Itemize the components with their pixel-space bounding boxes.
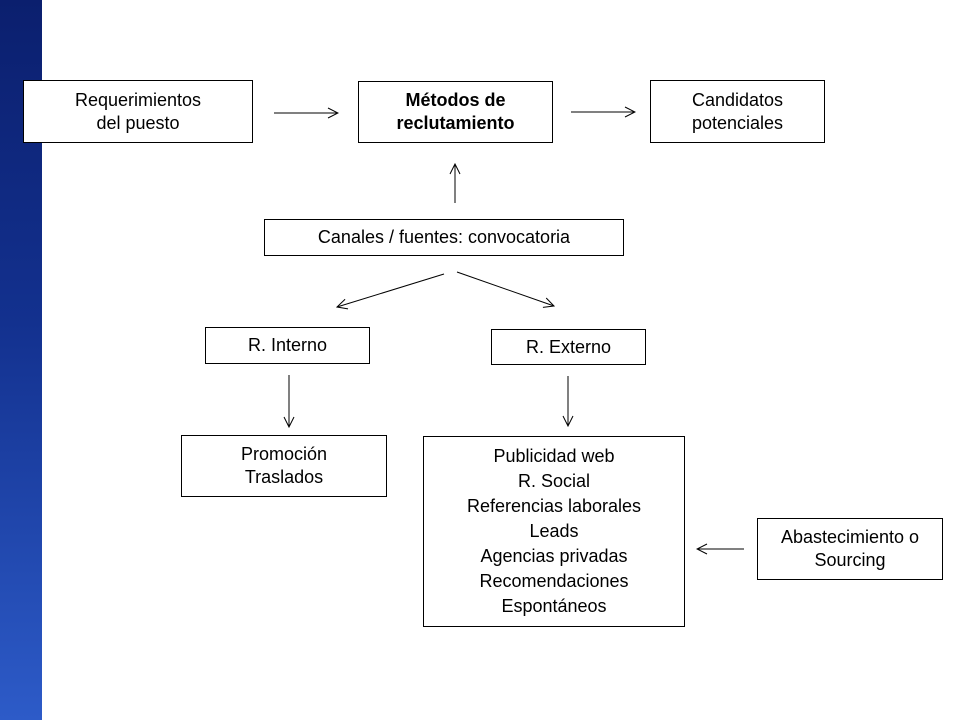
list-item: Referencias laborales <box>466 496 642 516</box>
node-line: Candidatos <box>691 89 784 110</box>
node-line: Métodos de <box>405 90 506 110</box>
node-interno-list: Promoción Traslados <box>181 435 387 497</box>
list-item: Espontáneos <box>501 596 607 616</box>
node-interno: R. Interno <box>205 327 370 364</box>
node-text: R. Externo <box>525 336 612 357</box>
arrow-canales-to-externo <box>456 271 554 306</box>
node-externo: R. Externo <box>491 329 646 365</box>
node-text: Canales / fuentes: convocatoria <box>317 227 571 247</box>
node-line: Requerimientos <box>74 89 202 110</box>
list-item: Agencias privadas <box>480 546 628 566</box>
list-item: Leads <box>529 521 579 541</box>
list-item: R. Social <box>517 471 591 491</box>
node-candidatos: Candidatos potenciales <box>650 80 825 143</box>
node-line: Promoción <box>240 444 328 464</box>
node-canales: Canales / fuentes: convocatoria <box>264 219 624 256</box>
node-sourcing: Abastecimiento o Sourcing <box>757 518 943 580</box>
node-line: potenciales <box>691 112 784 133</box>
node-metodos: Métodos de reclutamiento <box>358 81 553 143</box>
node-line: del puesto <box>96 112 180 133</box>
node-line: Traslados <box>244 467 324 487</box>
node-externo-list: Publicidad web R. Social Referencias lab… <box>423 436 685 627</box>
node-text: R. Interno <box>247 335 328 355</box>
list-item: Recomendaciones <box>479 571 629 591</box>
node-line: Sourcing <box>814 550 886 570</box>
node-line: reclutamiento <box>396 113 515 133</box>
node-requerimientos: Requerimientos del puesto <box>23 80 253 143</box>
list-item: Publicidad web <box>493 446 615 466</box>
arrow-canales-to-interno <box>337 273 445 307</box>
node-line: Abastecimiento o <box>780 527 920 547</box>
